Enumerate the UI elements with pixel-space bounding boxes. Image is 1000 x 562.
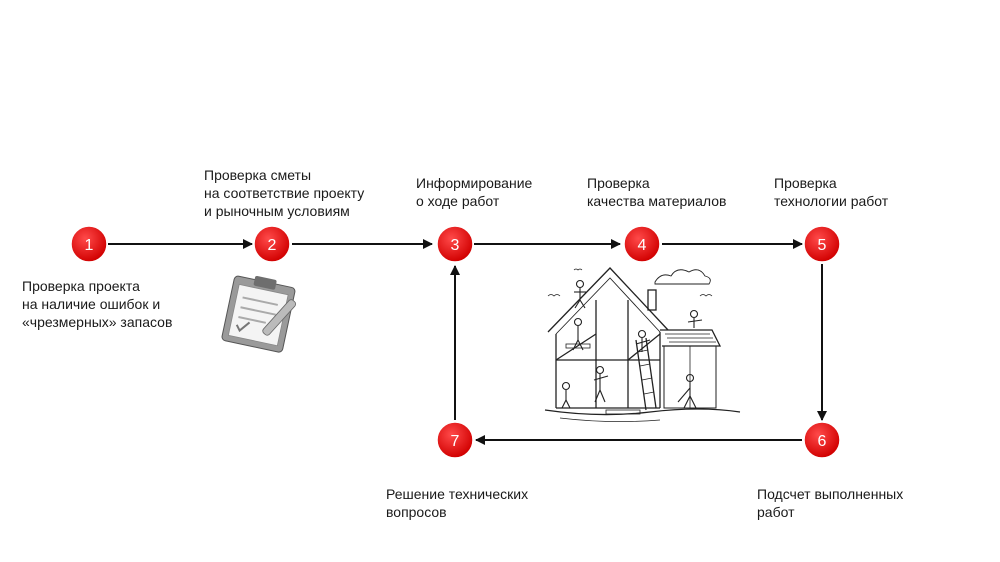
step-label-4: Проверка качества материалов: [587, 175, 727, 209]
house-construction-illustration: [544, 267, 741, 422]
step-number-6: 6: [818, 433, 827, 450]
step-label-6: Подсчет выполненных работ: [757, 486, 904, 520]
step-number-1: 1: [85, 237, 94, 254]
step-number-3: 3: [451, 237, 460, 254]
step-node-5: 5: [803, 225, 841, 263]
step-node-6: 6: [803, 421, 841, 459]
step-node-2: 2: [253, 225, 291, 263]
step-node-1: 1: [70, 225, 108, 263]
step-label-3: Информирование о ходе работ: [416, 175, 533, 209]
step-number-7: 7: [451, 433, 460, 450]
nodes: 1 2 3 4 5 6 7: [70, 225, 841, 459]
step-node-4: 4: [623, 225, 661, 263]
step-label-1: Проверка проекта на наличие ошибок и «чр…: [22, 278, 173, 330]
clipboard-icon: [221, 275, 297, 353]
step-node-7: 7: [436, 421, 474, 459]
step-label-7: Решение технических вопросов: [386, 486, 529, 520]
step-node-3: 3: [436, 225, 474, 263]
arrows: [108, 239, 827, 445]
step-number-2: 2: [268, 237, 277, 254]
step-label-5: Проверка технологии работ: [774, 175, 889, 209]
step-number-5: 5: [818, 237, 827, 254]
step-label-2: Проверка сметы на соответствие проекту и…: [204, 167, 365, 219]
step-number-4: 4: [638, 237, 647, 254]
